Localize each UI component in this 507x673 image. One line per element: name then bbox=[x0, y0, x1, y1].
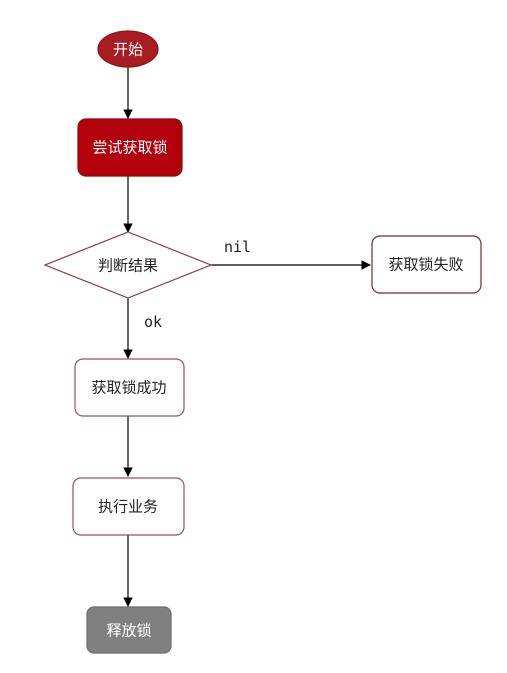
node-fail[interactable]: 获取锁失败 bbox=[371, 235, 482, 294]
edge-label-nil: nil bbox=[224, 238, 251, 256]
node-start[interactable]: 开始 bbox=[97, 30, 159, 68]
node-release-label: 释放锁 bbox=[106, 622, 151, 640]
node-start-label: 开始 bbox=[113, 41, 143, 59]
node-try-lock-label: 尝试获取锁 bbox=[92, 139, 167, 157]
node-success[interactable]: 获取锁成功 bbox=[74, 358, 185, 417]
node-execute-label: 执行业务 bbox=[98, 498, 158, 516]
node-check[interactable]: 判断结果 bbox=[43, 231, 213, 299]
node-check-label: 判断结果 bbox=[98, 257, 158, 275]
node-success-label: 获取锁成功 bbox=[91, 379, 166, 397]
edge-label-ok: ok bbox=[144, 313, 162, 331]
node-fail-label: 获取锁失败 bbox=[388, 256, 463, 274]
node-release[interactable]: 释放锁 bbox=[86, 606, 172, 654]
node-execute[interactable]: 执行业务 bbox=[72, 477, 185, 536]
edges bbox=[123, 67, 371, 607]
node-try-lock[interactable]: 尝试获取锁 bbox=[77, 118, 183, 177]
